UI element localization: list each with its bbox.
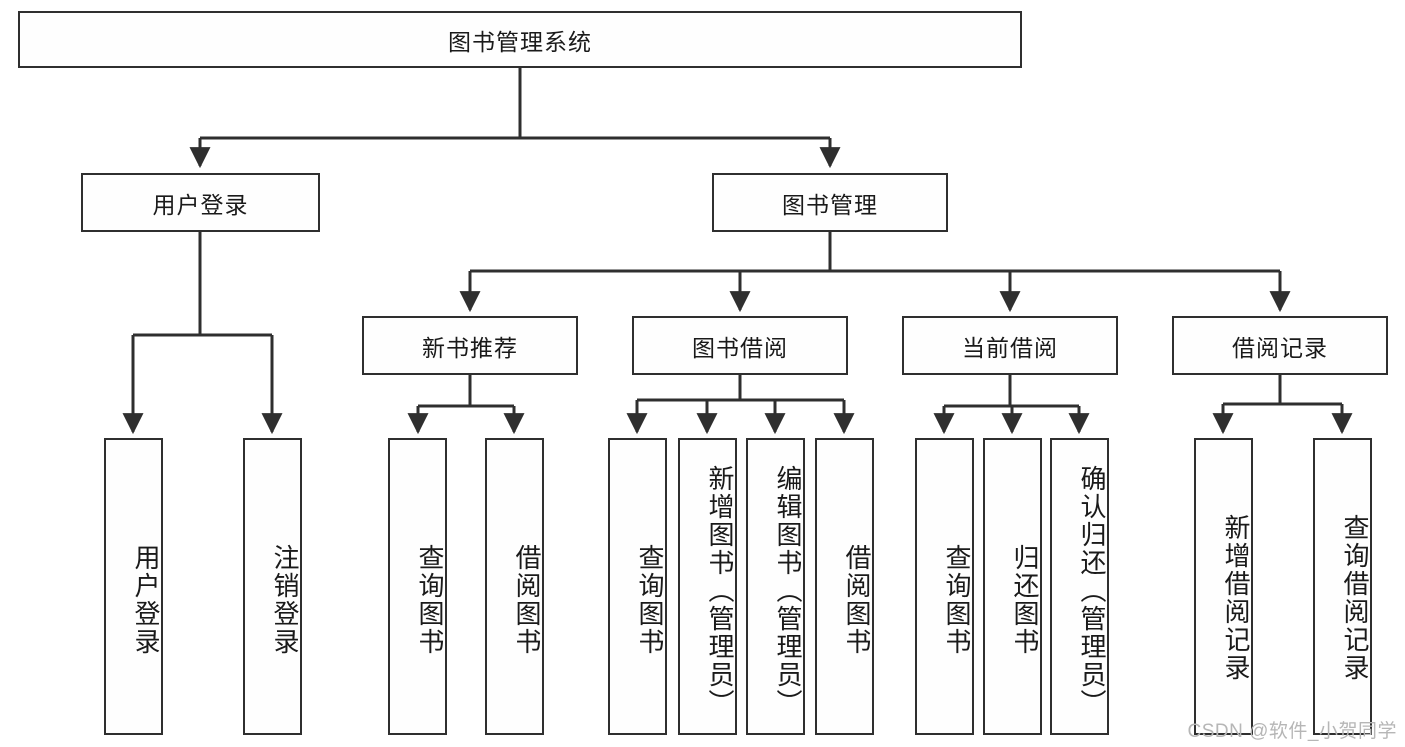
leaf-user-logout-label: 注销登录: [270, 543, 300, 656]
leaf-user-logout[interactable]: 注销登录: [243, 438, 302, 735]
node-user-login[interactable]: 用户登录: [81, 173, 320, 232]
node-borrow-record-label: 借阅记录: [1232, 334, 1328, 361]
leaf-borrow-book-1[interactable]: 借阅图书: [485, 438, 544, 735]
leaf-add-record[interactable]: 新增借阅记录: [1194, 438, 1253, 735]
node-root-label: 图书管理系统: [448, 28, 592, 55]
leaf-query-record[interactable]: 查询借阅记录: [1313, 438, 1372, 735]
leaf-add-book-label: 新增图书（管理员）: [705, 464, 735, 717]
leaf-query-record-label: 查询借阅记录: [1340, 513, 1370, 682]
leaf-edit-book-label: 编辑图书（管理员）: [773, 464, 803, 717]
node-user-login-label: 用户登录: [152, 191, 249, 218]
leaf-query-book-3[interactable]: 查询图书: [915, 438, 974, 735]
leaf-query-book-1-label: 查询图书: [415, 543, 445, 656]
node-book-borrow-label: 图书借阅: [692, 334, 788, 361]
leaf-confirm-return[interactable]: 确认归还（管理员）: [1050, 438, 1109, 735]
leaf-return-book-label: 归还图书: [1010, 543, 1040, 656]
leaf-query-book-2[interactable]: 查询图书: [608, 438, 667, 735]
node-new-book-rec[interactable]: 新书推荐: [362, 316, 578, 375]
node-book-borrow[interactable]: 图书借阅: [632, 316, 848, 375]
node-new-book-rec-label: 新书推荐: [422, 334, 518, 361]
leaf-user-login-label: 用户登录: [131, 543, 161, 656]
leaf-return-book[interactable]: 归还图书: [983, 438, 1042, 735]
watermark-text: CSDN @软件_小贺同学: [1187, 721, 1397, 742]
node-root[interactable]: 图书管理系统: [18, 11, 1022, 68]
leaf-user-login[interactable]: 用户登录: [104, 438, 163, 735]
leaf-confirm-return-label: 确认归还（管理员）: [1077, 464, 1107, 717]
node-book-manage[interactable]: 图书管理: [712, 173, 948, 232]
leaf-add-book[interactable]: 新增图书（管理员）: [678, 438, 737, 735]
leaf-add-record-label: 新增借阅记录: [1221, 513, 1251, 682]
leaf-query-book-2-label: 查询图书: [635, 543, 665, 656]
node-borrow-record[interactable]: 借阅记录: [1172, 316, 1388, 375]
node-current-borrow[interactable]: 当前借阅: [902, 316, 1118, 375]
leaf-query-book-3-label: 查询图书: [942, 543, 972, 656]
node-current-borrow-label: 当前借阅: [962, 334, 1058, 361]
leaf-borrow-book-1-label: 借阅图书: [512, 543, 542, 656]
leaf-edit-book[interactable]: 编辑图书（管理员）: [746, 438, 805, 735]
leaf-query-book-1[interactable]: 查询图书: [388, 438, 447, 735]
node-book-manage-label: 图书管理: [782, 191, 878, 218]
leaf-borrow-book-2[interactable]: 借阅图书: [815, 438, 874, 735]
leaf-borrow-book-2-label: 借阅图书: [842, 543, 872, 656]
